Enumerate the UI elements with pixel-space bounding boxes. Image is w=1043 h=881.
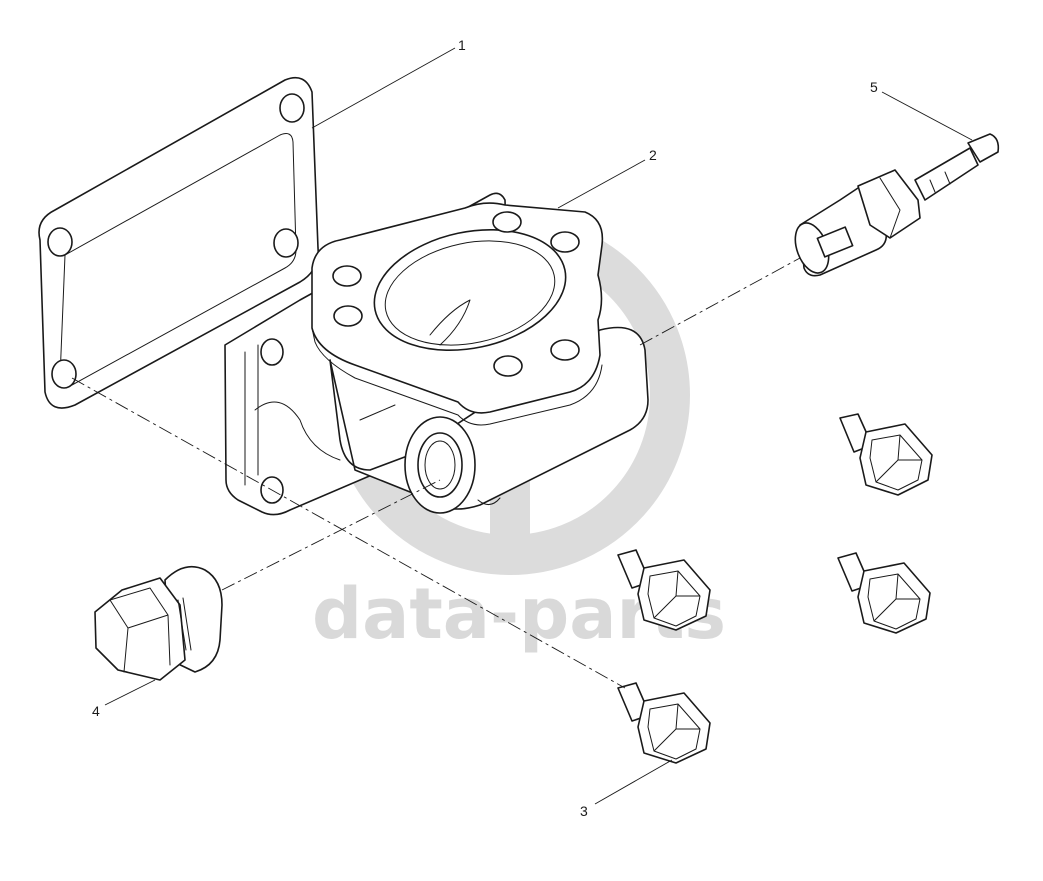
gasket-part (38, 76, 319, 409)
bolt-part-right (837, 552, 931, 634)
callout-4: 4 (92, 703, 100, 719)
callout-2: 2 (649, 147, 657, 163)
bolt-part-upper-right (839, 413, 933, 496)
callout-5: 5 (870, 79, 878, 95)
bolt-part-lower (617, 682, 711, 764)
callout-1: 1 (458, 37, 466, 53)
hex-plug-part (94, 565, 223, 681)
assembly-center-lines (71, 257, 801, 689)
thermostat-housing-part (224, 192, 649, 516)
temperature-sensor-part (794, 133, 1000, 277)
callout-3: 3 (580, 803, 588, 819)
leader-lines (104, 47, 973, 805)
bolt-part-middle (617, 549, 711, 631)
